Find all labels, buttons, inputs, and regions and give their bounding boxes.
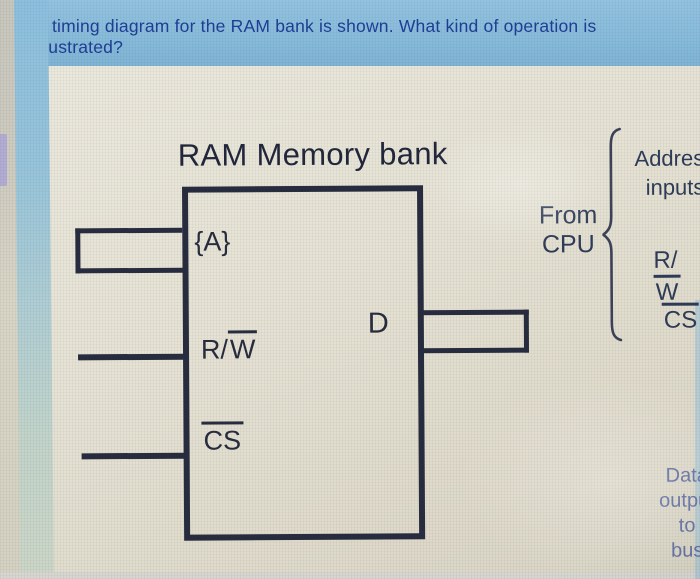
from-cpu-label: From CPU [538, 201, 598, 259]
data-bus-connector [418, 309, 530, 354]
cs-input-line [81, 452, 185, 460]
data-pin-label: D [367, 307, 389, 340]
data-output-to-bus-label: Data output to bus [659, 464, 700, 562]
overline-w: W [227, 330, 258, 364]
right-edge-strip [695, 300, 700, 579]
address-inputs-label: Address inputs [634, 145, 700, 200]
edge-artifact [0, 134, 7, 186]
overline-w: W [653, 274, 681, 306]
address-pin-label: {A} [194, 226, 231, 257]
cs-annotation-label: CS [661, 302, 700, 335]
bottom-edge-strip [0, 572, 700, 579]
diagram-title: RAM Memory bank [177, 136, 448, 173]
overline-cs: CS [661, 302, 700, 334]
rw-input-line [78, 353, 185, 361]
overline-cs: CS [201, 421, 244, 456]
content-card [48, 66, 700, 579]
address-bus-connector [75, 227, 183, 274]
cpu-group-brace [601, 127, 623, 342]
rw-pin-label: R/W [201, 330, 258, 365]
cs-pin-label: CS [201, 421, 244, 456]
rw-annotation-label: R/W [653, 246, 681, 306]
left-curly-brace-icon [601, 127, 623, 342]
question-banner: A timing diagram for the RAM bank is sho… [0, 0, 700, 66]
question-text: A timing diagram for the RAM bank is sho… [36, 16, 597, 57]
